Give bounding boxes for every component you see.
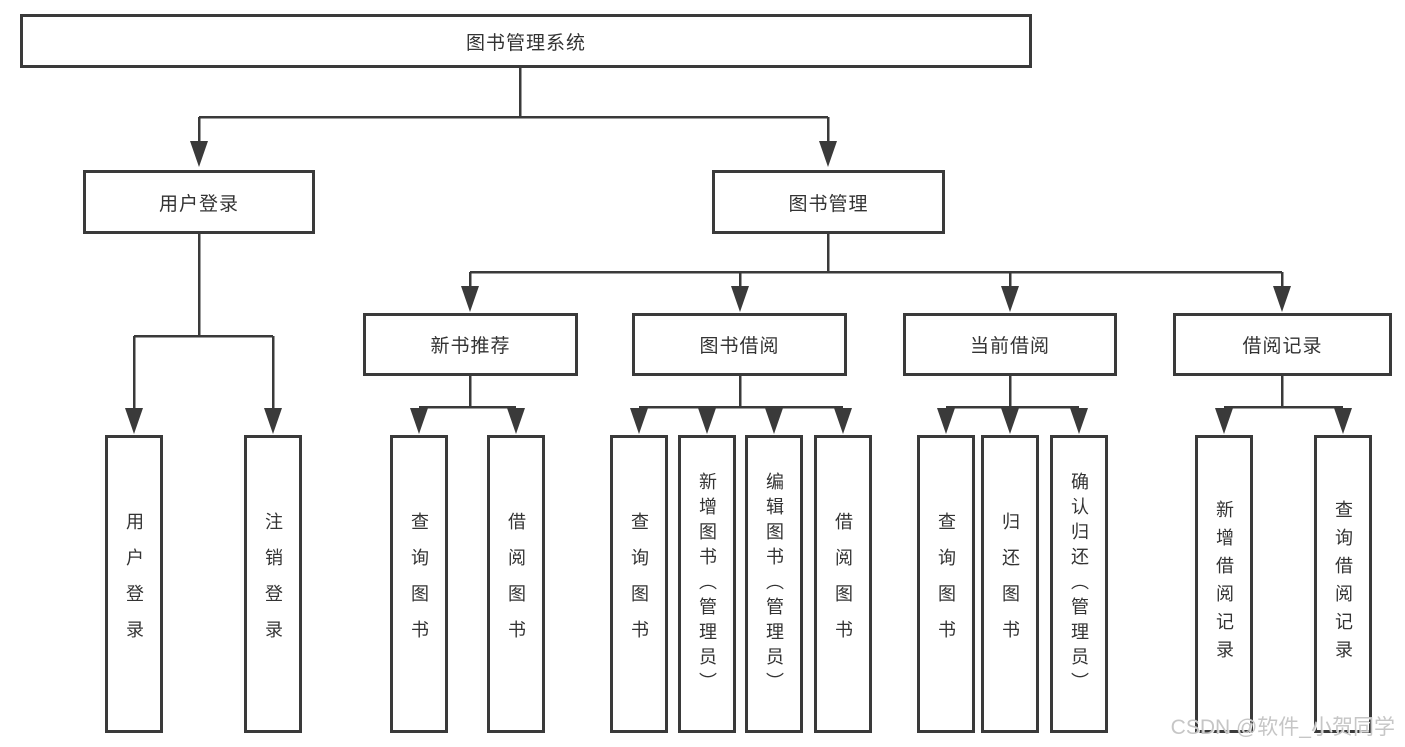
- node-user-login-label: 用户登录: [158, 193, 239, 215]
- leaf-query-book-1-label: 查询图书: [409, 512, 429, 656]
- connector-book-borrow-children: [639, 376, 843, 409]
- node-book-management-label: 图书管理: [788, 193, 869, 215]
- connector-borrow-record-children: [1224, 376, 1343, 409]
- arrow-icon: [937, 408, 955, 434]
- arrow-icon: [1001, 286, 1019, 312]
- node-book-borrow-label: 图书借阅: [699, 336, 780, 357]
- arrow-icon: [731, 286, 749, 312]
- connector-current-borrow-children: [946, 376, 1079, 409]
- leaf-add-book-admin: 新增图书（管理员）: [678, 435, 736, 733]
- node-book-borrow: 图书借阅: [632, 313, 847, 376]
- node-user-login: 用户登录: [83, 170, 315, 234]
- node-book-management: 图书管理: [712, 170, 945, 234]
- arrow-icon: [1001, 408, 1019, 434]
- leaf-borrow-book-1: 借阅图书: [487, 435, 545, 733]
- leaf-query-book-3-label: 查询图书: [936, 512, 956, 656]
- node-root-label: 图书管理系统: [465, 32, 586, 54]
- arrow-icon: [1334, 408, 1352, 434]
- connector-book-mgmt-to-level3: [468, 234, 1284, 289]
- arrow-icon: [125, 408, 143, 434]
- leaf-user-login: 用户登录: [105, 435, 163, 733]
- leaf-confirm-return-admin-label: 确认归还（管理员）: [1069, 471, 1089, 697]
- arrowheads: [125, 141, 1352, 434]
- leaf-logout: 注销登录: [244, 435, 302, 733]
- leaf-query-book-1: 查询图书: [390, 435, 448, 733]
- leaf-add-borrow-record-label: 新增借阅记录: [1214, 500, 1234, 668]
- arrow-icon: [765, 408, 783, 434]
- leaf-edit-book-admin-label: 编辑图书（管理员）: [764, 471, 784, 697]
- node-borrow-record: 借阅记录: [1173, 313, 1392, 376]
- leaf-add-borrow-record: 新增借阅记录: [1195, 435, 1253, 733]
- leaf-edit-book-admin: 编辑图书（管理员）: [745, 435, 803, 733]
- leaf-query-borrow-record-label: 查询借阅记录: [1333, 500, 1353, 668]
- leaf-borrow-book-1-label: 借阅图书: [506, 512, 526, 656]
- leaf-return-book: 归还图书: [981, 435, 1039, 733]
- arrow-icon: [698, 408, 716, 434]
- leaf-query-book-2-label: 查询图书: [629, 512, 649, 656]
- arrow-icon: [1215, 408, 1233, 434]
- watermark: CSDN @软件_小贺同学: [1170, 716, 1395, 739]
- node-current-borrow-label: 当前借阅: [969, 336, 1050, 357]
- leaf-query-book-2: 查询图书: [610, 435, 668, 733]
- node-borrow-record-label: 借阅记录: [1242, 336, 1323, 357]
- arrow-icon: [264, 408, 282, 434]
- connector-user-login-children: [132, 234, 275, 410]
- arrow-icon: [507, 408, 525, 434]
- arrow-icon: [819, 141, 837, 167]
- leaf-confirm-return-admin: 确认归还（管理员）: [1050, 435, 1108, 733]
- leaf-user-login-label: 用户登录: [124, 512, 144, 656]
- connector-new-book-children: [419, 376, 516, 409]
- arrow-icon: [1070, 408, 1088, 434]
- node-current-borrow: 当前借阅: [903, 313, 1117, 376]
- leaf-borrow-book-2: 借阅图书: [814, 435, 872, 733]
- leaf-add-book-admin-label: 新增图书（管理员）: [697, 471, 717, 697]
- connector-root-to-level2: [197, 67, 830, 144]
- leaf-return-book-label: 归还图书: [1000, 512, 1020, 656]
- node-new-book-recommend-label: 新书推荐: [430, 336, 511, 357]
- arrow-icon: [461, 286, 479, 312]
- arrow-icon: [834, 408, 852, 434]
- leaf-query-borrow-record: 查询借阅记录: [1314, 435, 1372, 733]
- leaf-borrow-book-2-label: 借阅图书: [833, 512, 853, 656]
- node-new-book-recommend: 新书推荐: [363, 313, 578, 376]
- leaf-logout-label: 注销登录: [263, 512, 283, 656]
- arrow-icon: [410, 408, 428, 434]
- node-root: 图书管理系统: [20, 14, 1032, 68]
- arrow-icon: [190, 141, 208, 167]
- arrow-icon: [630, 408, 648, 434]
- arrow-icon: [1273, 286, 1291, 312]
- leaf-query-book-3: 查询图书: [917, 435, 975, 733]
